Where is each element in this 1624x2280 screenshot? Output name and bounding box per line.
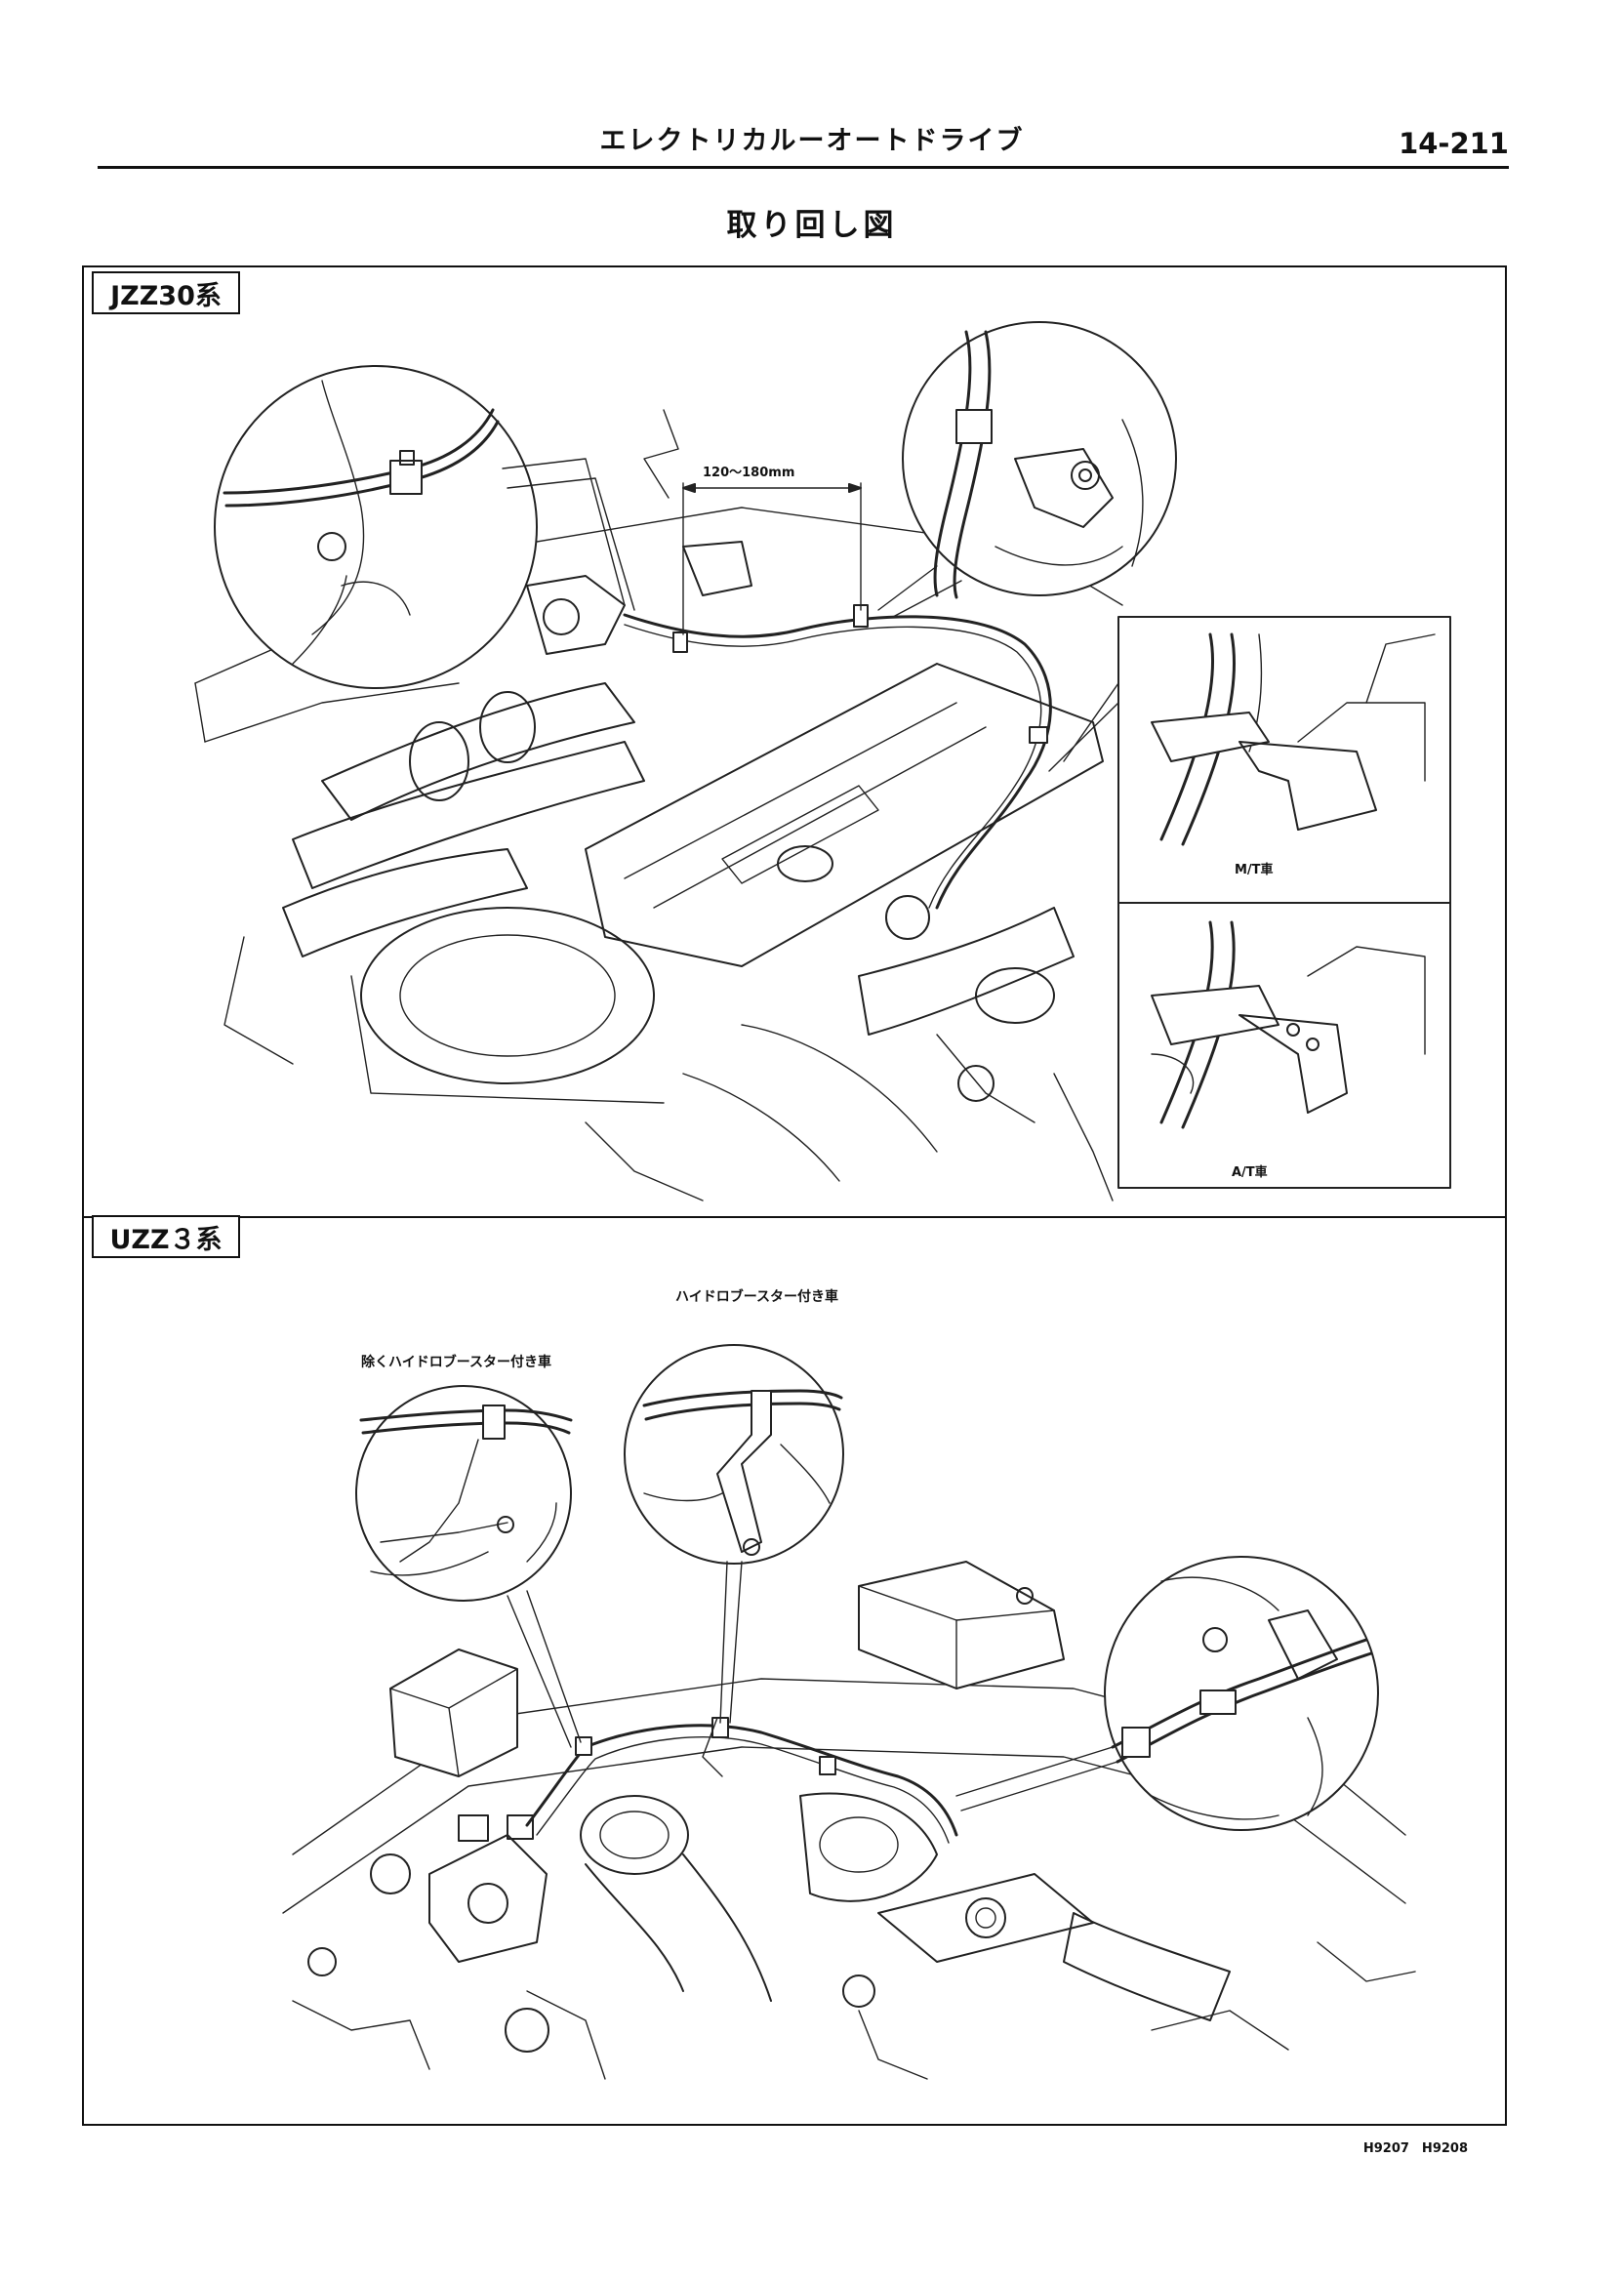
inset-mt-label: M/T車 [1235,863,1274,877]
figure-codes: H9207 H9208 [1362,2141,1468,2156]
label-with-booster: ハイドロブースター付き車 [675,1289,839,1305]
upper-right-detail-circle [877,321,1177,618]
figure-divider [82,1216,1507,1218]
lower-center-detail-circle [624,1344,844,1724]
inset-at-label: A/T車 [1232,1165,1268,1180]
model-tag-uzz3: UZZ３系 [92,1215,240,1258]
header-rule [98,166,1509,169]
right-inset-box [1048,616,1451,1189]
lower-right-detail-circle [955,1556,1379,1831]
upper-left-detail-circle [214,365,635,689]
page-number: 14-211 [1399,127,1509,160]
lower-engine-drawing [282,1561,1416,2080]
model-tag-jzz30: JZZ30系 [92,271,240,314]
dimension-label: 120～180mm [701,462,797,480]
lower-left-detail-circle [355,1385,582,1748]
header-title: エレクトリカルーオートドライブ [599,126,1025,156]
label-without-booster: 除くハイドロブースター付き車 [361,1355,552,1370]
section-title: 取り回し図 [726,208,898,243]
figure-frame [82,265,1507,2126]
model-tag-uzz3-text: UZZ３系 [109,1224,223,1255]
model-tag-jzz30-text: JZZ30系 [110,280,222,311]
